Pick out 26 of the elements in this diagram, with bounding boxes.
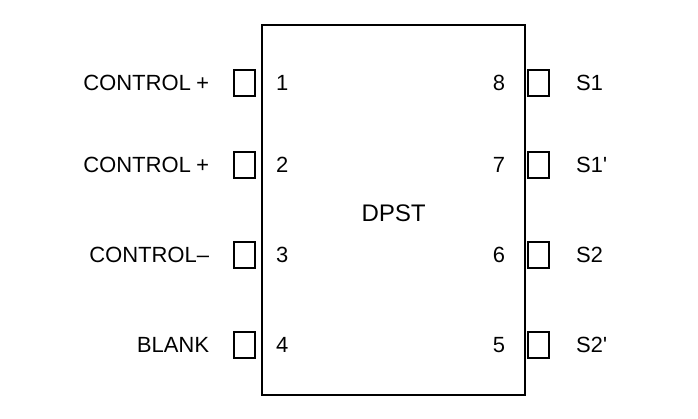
pin-number: 8 (492, 70, 505, 96)
pin-pad (233, 69, 256, 97)
pin-pad (233, 331, 256, 359)
pin-pad (233, 151, 256, 179)
chip-label: DPST (362, 201, 426, 227)
pin-pad (527, 241, 550, 269)
pin-number: 3 (276, 242, 288, 268)
pin-pad (527, 331, 550, 359)
pin-label: CONTROL– (89, 242, 209, 268)
pin-number: 2 (276, 152, 288, 178)
pin-number: 1 (276, 70, 288, 96)
pin-label: S2 (576, 242, 603, 268)
pin-pad (527, 69, 550, 97)
pin-label: S1 (576, 70, 603, 96)
pin-number: 7 (492, 152, 505, 178)
pin-label: CONTROL + (83, 70, 209, 96)
pin-label: S1' (576, 152, 608, 178)
pin-number: 5 (492, 332, 505, 358)
pin-label: CONTROL + (83, 152, 209, 178)
pin-number: 6 (492, 242, 505, 268)
pin-number: 4 (276, 332, 288, 358)
pin-pad (233, 241, 256, 269)
pin-label: S2' (576, 332, 608, 358)
pin-label: BLANK (136, 332, 209, 358)
pin-pad (527, 151, 550, 179)
chip-body (261, 24, 526, 396)
